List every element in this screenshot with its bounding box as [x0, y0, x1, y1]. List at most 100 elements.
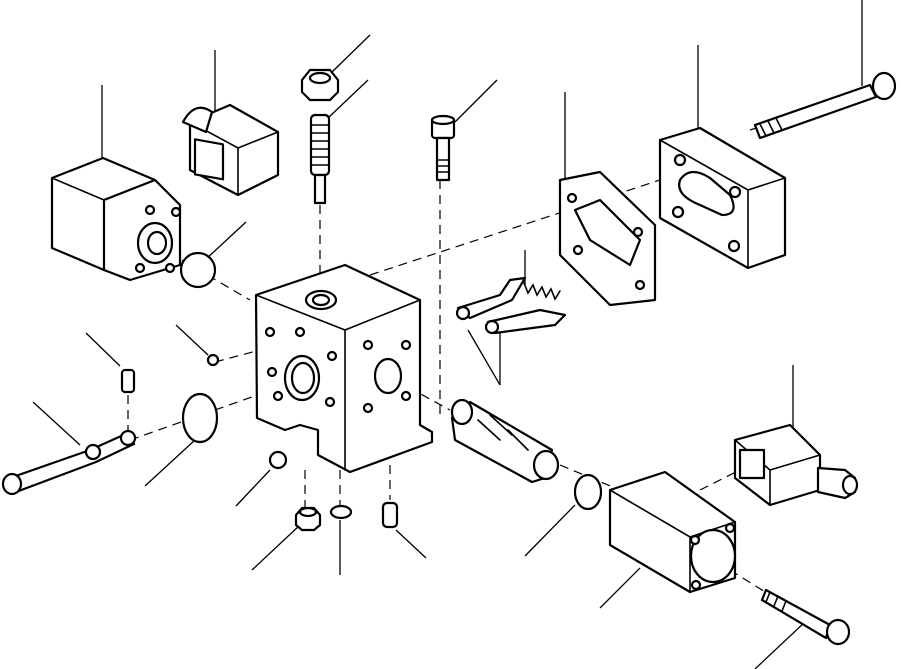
- oring-left-upper: [179, 251, 217, 289]
- right-coil-cap: [689, 528, 737, 584]
- oring-small-bottom: [268, 450, 288, 470]
- cover-block-port: [678, 170, 735, 217]
- alignment-line-right-connector: [699, 469, 741, 491]
- left-electrical-connector: [181, 103, 280, 197]
- valve-body-side-hole-1: [362, 339, 374, 351]
- callout-leader-5: [454, 79, 498, 123]
- plug: [294, 506, 322, 532]
- stud-threads: [310, 124, 330, 166]
- gasket-hole-3: [572, 244, 584, 256]
- left-coil-hole-3: [134, 262, 146, 274]
- lever-links: [455, 276, 567, 335]
- alignment-line-bottom-screw: [729, 569, 771, 596]
- lever-arm-eye-2: [119, 429, 137, 447]
- top-screw-threads: [436, 159, 450, 173]
- long-bolt-head: [871, 71, 897, 101]
- oring-small-left: [206, 353, 220, 367]
- callout-leader-17: [235, 469, 271, 507]
- callout-leader-4: [327, 79, 369, 119]
- lever-arm-knob: [1, 472, 23, 496]
- cover-block-edges: [659, 139, 786, 269]
- lever-link-lower-eye: [484, 319, 500, 335]
- callout-leader-12: [85, 332, 121, 367]
- top-screw-shank: [435, 136, 451, 182]
- stud-shank: [313, 173, 327, 205]
- spool: [450, 398, 560, 484]
- lever-arm-bar: [8, 430, 136, 494]
- valve-body-side-hole-4: [400, 390, 412, 402]
- left-coil-bore-inner: [146, 230, 168, 256]
- callout-leader-22: [599, 567, 641, 609]
- valve-body: [254, 263, 434, 474]
- cover-block-hole-1: [673, 153, 687, 167]
- long-bolt-shank: [753, 83, 878, 140]
- callout-leader-23: [754, 621, 806, 669]
- valve-body-hole-6: [324, 396, 336, 408]
- valve-body-side-hole-2: [400, 339, 412, 351]
- oring-right: [573, 473, 603, 511]
- lever-link-upper-eye: [455, 305, 471, 321]
- cover-block-hole-2: [728, 185, 742, 199]
- spool-grooves: [477, 414, 529, 451]
- gasket-cutout: [573, 198, 642, 267]
- cover-block-hole-3: [671, 205, 685, 219]
- left-coil-hole-1: [144, 204, 156, 216]
- bottom-screw-shank: [760, 588, 832, 640]
- callout-leader-20: [395, 529, 427, 559]
- valve-body-main-port-inner: [290, 361, 316, 395]
- bottom-screw-head: [825, 618, 851, 646]
- long-bolt-threads: [759, 117, 783, 137]
- right-coil-hole-3: [690, 579, 702, 591]
- gasket-hole-1: [566, 192, 578, 204]
- valve-body-hole-2: [294, 326, 306, 338]
- pin-bottom: [381, 501, 399, 529]
- spool-end-right: [532, 449, 560, 481]
- valve-body-top-port-inner: [311, 293, 331, 307]
- gasket-hole-4: [634, 279, 646, 291]
- stud-thread-section: [309, 113, 331, 177]
- spring-coil: [523, 282, 561, 301]
- right-electrical-connector: [733, 423, 859, 507]
- lever-link-lower: [486, 308, 567, 335]
- dowel-pin-left: [120, 368, 136, 394]
- bottom-cap-screw: [760, 588, 851, 646]
- valve-body-hole-4: [266, 366, 278, 378]
- lever-arm-eye-1: [84, 443, 102, 461]
- valve-body-hole-1: [264, 326, 276, 338]
- valve-body-edges: [255, 294, 421, 471]
- top-screw-head-top: [430, 114, 456, 126]
- callout-leaders: [32, 0, 863, 669]
- threaded-stud: [309, 113, 331, 205]
- cover-block: [658, 126, 787, 270]
- top-nut-bore: [308, 71, 332, 85]
- valve-body-hole-3: [326, 350, 338, 362]
- left-connector-face: [193, 138, 225, 181]
- right-solenoid-coil: [608, 470, 737, 594]
- callout-leader-9: [204, 221, 247, 261]
- detent-spring: [523, 282, 561, 301]
- right-connector-gland-end: [841, 474, 859, 496]
- oring-left-large: [181, 392, 219, 444]
- gasket-hole-2: [632, 226, 644, 238]
- right-coil-edges: [609, 489, 736, 593]
- spool-end-left: [450, 398, 474, 426]
- right-coil-hole-1: [689, 534, 701, 546]
- callout-leader-13b: [467, 329, 501, 386]
- left-coil-hole-4: [164, 262, 176, 274]
- callout-leader-14: [32, 401, 81, 446]
- lever-link-upper: [456, 276, 527, 320]
- valve-body-outline: [254, 263, 434, 474]
- valve-body-side-port: [373, 357, 403, 395]
- valve-body-side-hole-3: [362, 402, 374, 414]
- callout-leader-18: [251, 524, 301, 571]
- right-coil-hole-2: [724, 522, 736, 534]
- washer: [329, 504, 353, 520]
- callout-leader-3: [331, 34, 371, 73]
- left-coil-hole-2: [170, 206, 182, 218]
- callout-leader-15: [144, 439, 196, 487]
- top-nut: [300, 68, 340, 102]
- cover-block-hole-4: [727, 239, 741, 253]
- top-cap-screw: [430, 114, 456, 182]
- left-solenoid-coil: [50, 156, 182, 282]
